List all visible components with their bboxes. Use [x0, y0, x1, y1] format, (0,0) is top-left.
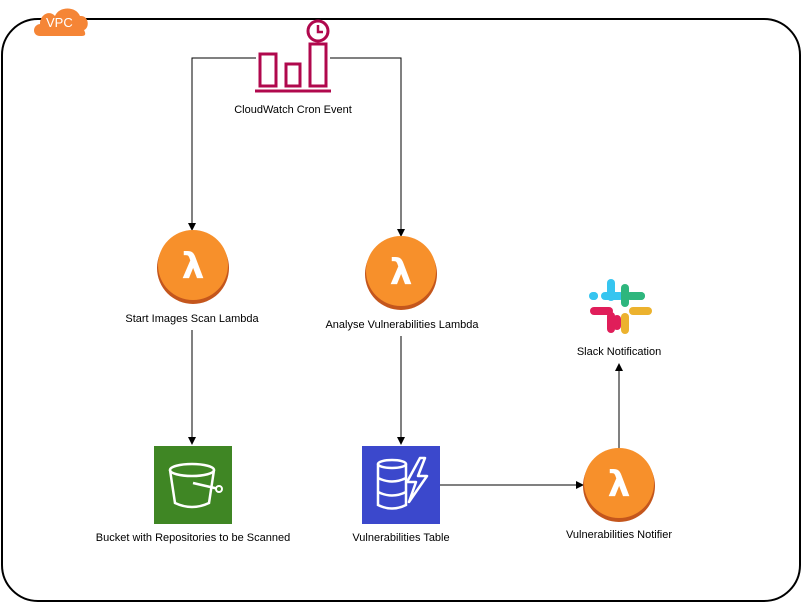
edge-cloudwatch-to-analyse	[330, 57, 405, 237]
s3-bucket-icon	[154, 446, 232, 524]
s3-bucket-label: Bucket with Repositories to be Scanned	[95, 532, 291, 544]
dynamodb-table-label: Vulnerabilities Table	[352, 532, 450, 544]
dynamodb-icon	[362, 446, 440, 524]
lambda-icon: λ	[583, 448, 655, 522]
edge-cloudwatch-to-start-scan	[188, 57, 256, 231]
vpc-label: VPC	[46, 15, 73, 30]
lambda-icon: λ	[157, 230, 229, 304]
start-scan-lambda-label: Start Images Scan Lambda	[125, 313, 259, 325]
svg-text:λ: λ	[608, 464, 631, 505]
lambda-icon: λ	[365, 236, 437, 310]
vpc-container	[1, 18, 801, 602]
vpc-cloud-icon	[34, 8, 88, 36]
notifier-lambda-label: Vulnerabilities Notifier	[566, 529, 672, 541]
cloudwatch-icon	[255, 19, 331, 93]
cloudwatch-label: CloudWatch Cron Event	[234, 104, 352, 116]
slack-label: Slack Notification	[576, 346, 662, 358]
analyse-lambda-label: Analyse Vulnerabilities Lambda	[325, 319, 479, 331]
svg-text:λ: λ	[182, 246, 205, 287]
svg-text:λ: λ	[390, 252, 413, 293]
slack-icon	[589, 279, 652, 334]
